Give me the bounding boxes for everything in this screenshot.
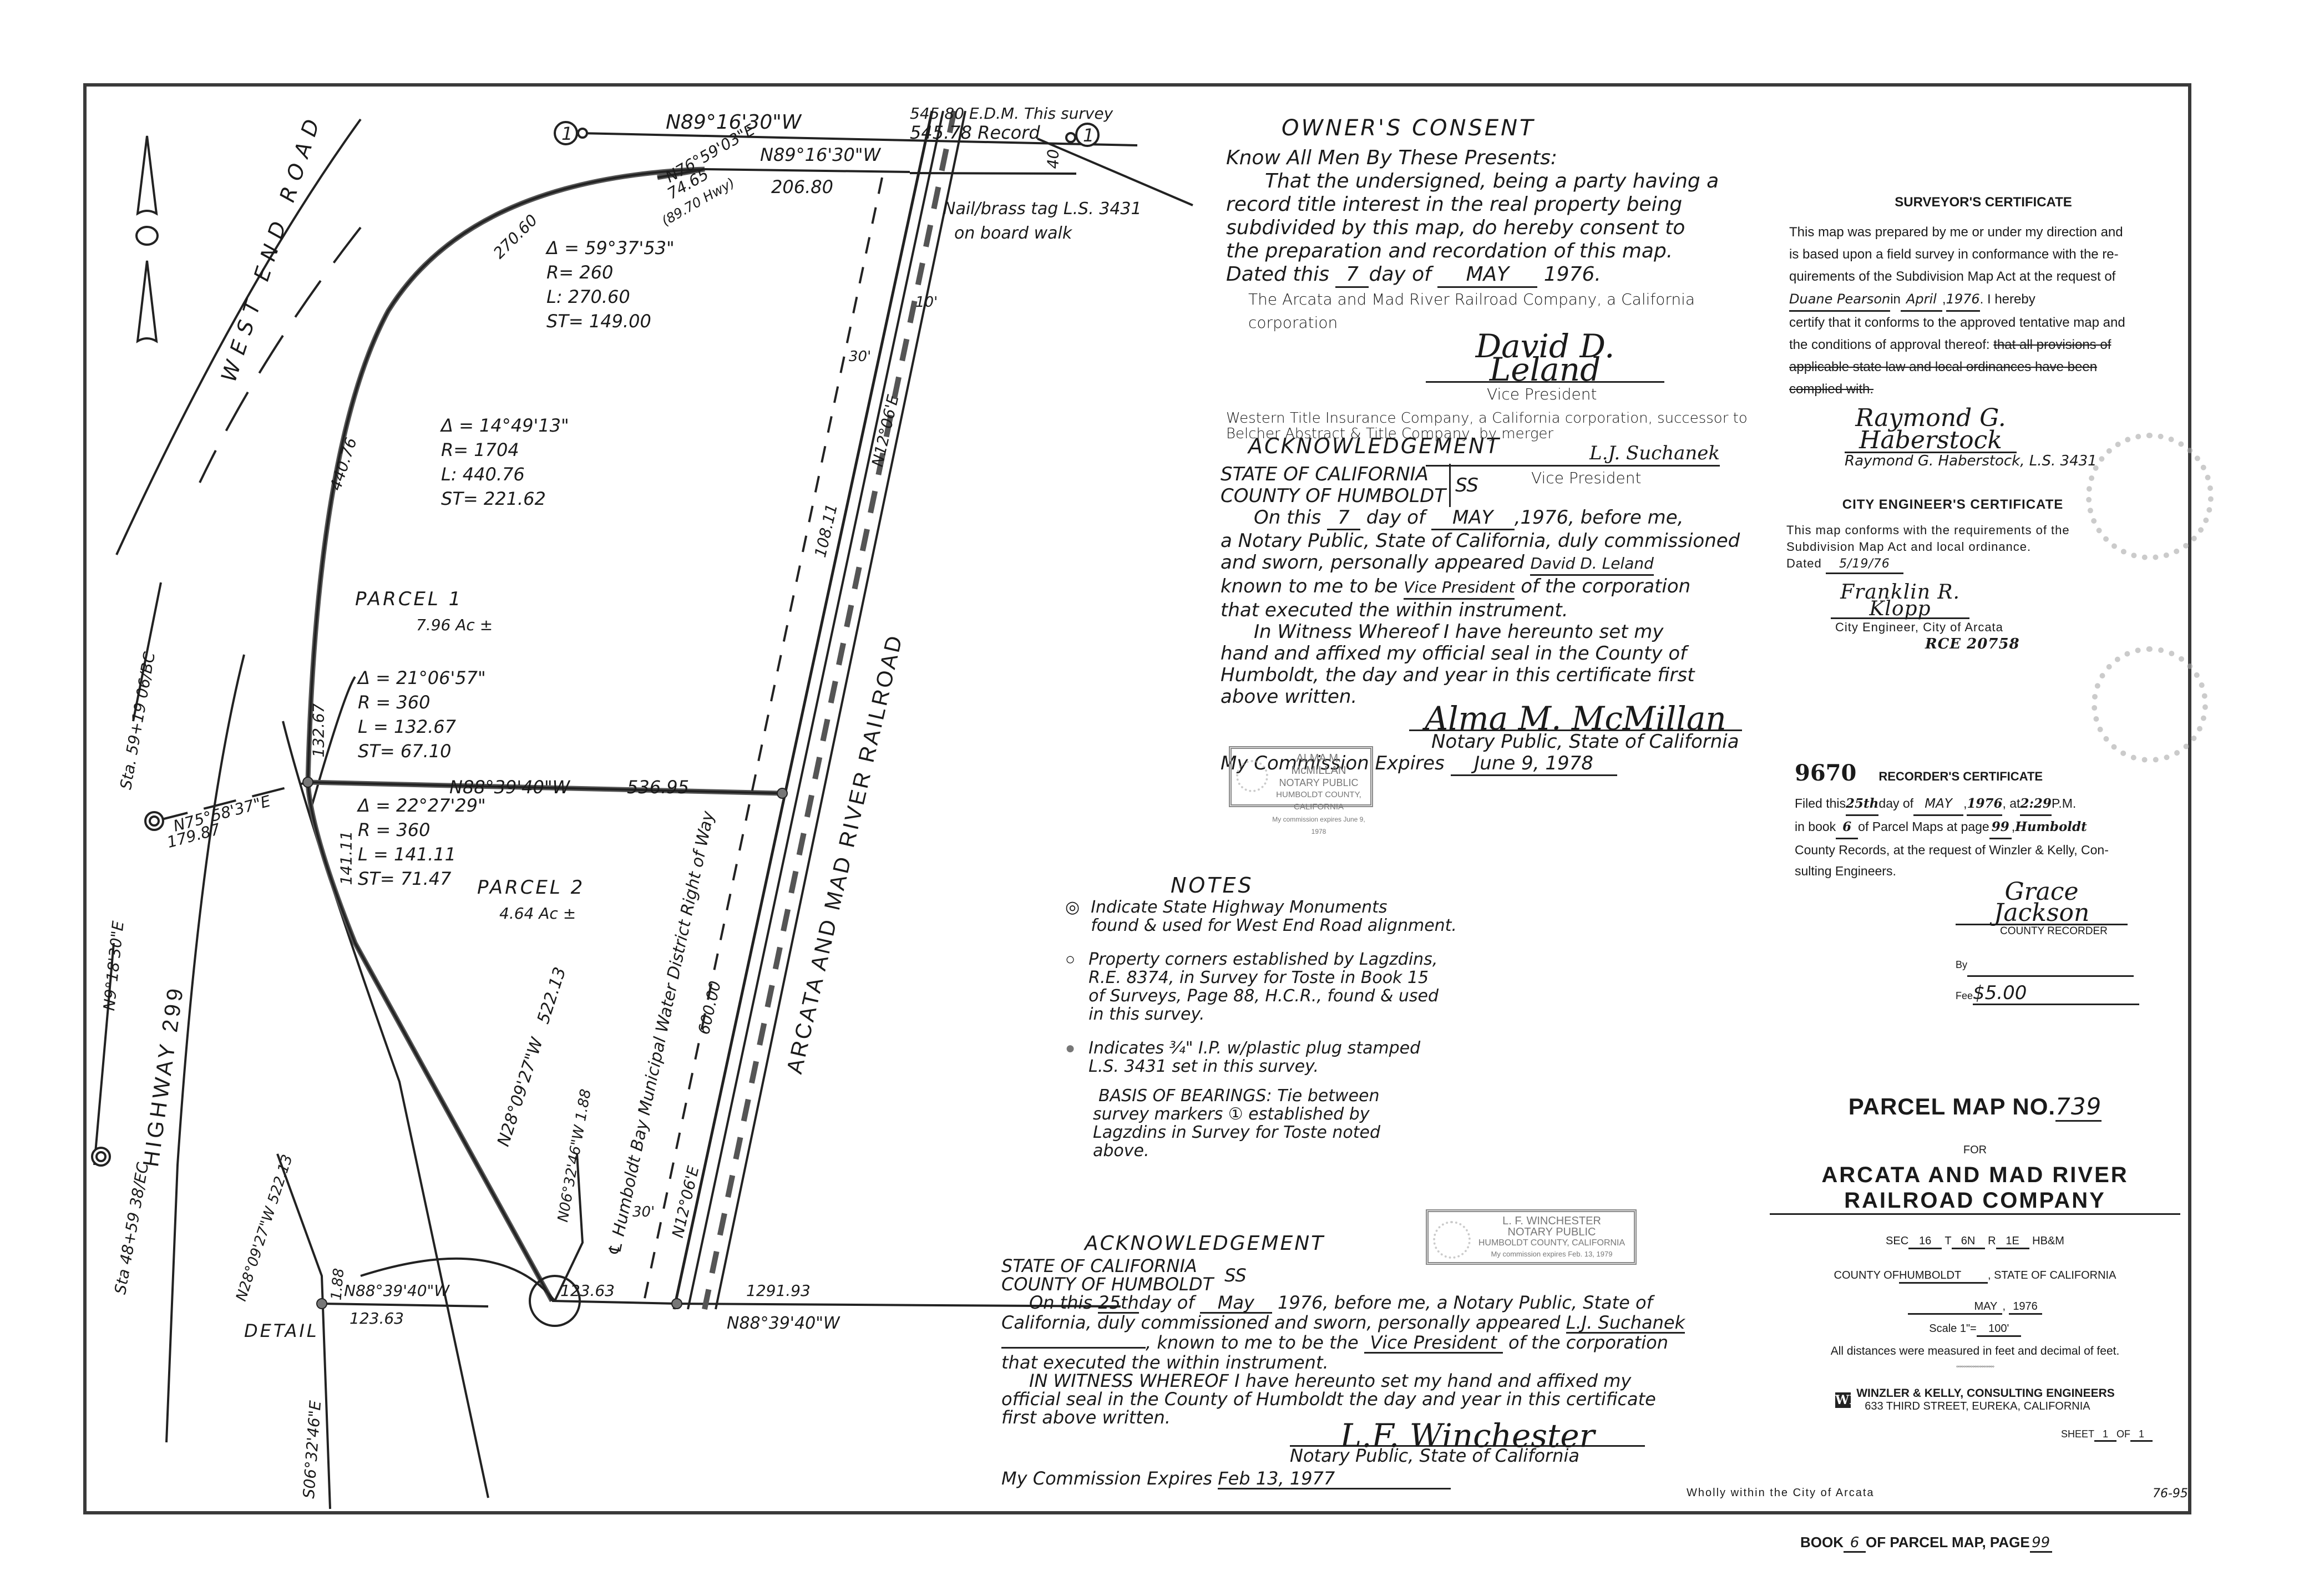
sheet-border [83, 83, 2191, 1514]
width-30-south: 30' [632, 1204, 655, 1220]
parcel-1-area: 7.96 Ac ± [416, 616, 493, 634]
detail-bearing-2: N88°39'40"W [344, 1281, 450, 1300]
company-1: The Arcata and Mad River Railroad Compan… [1248, 290, 1695, 332]
divider: ◦◦◦◦◦◦◦◦◦◦◦◦◦◦◦◦◦◦◦◦◦ [1956, 1362, 1994, 1370]
parcel-2-label: PARCEL 2 [477, 876, 585, 899]
owners-consent-title: OWNER'S CONSENT [1282, 115, 1536, 141]
detail-dist-2: 123.63 [350, 1309, 404, 1328]
edm-distance: 545.80 E.D.M. This survey [910, 104, 1113, 123]
land-surveyor-seal [2086, 433, 2214, 560]
title-block: PARCEL MAP NO.739 FOR ARCATA AND MAD RIV… [1764, 1093, 2186, 1442]
south-bearing: N88°39'40"W [727, 1314, 840, 1333]
signature-winchester: L.F. Winchester [1290, 1420, 1645, 1452]
curve-4-arc: 141.11 [337, 830, 356, 885]
signature-haberstock: Raymond G. Haberstock [1845, 406, 2017, 453]
north-bearing-2: N89°16'30"W [760, 144, 881, 165]
division-dist: 536.95 [627, 777, 689, 798]
signature-leland: David D. Leland [1426, 330, 1664, 386]
owners-consent: OWNER'S CONSENT Know All Men By These Pr… [1226, 116, 1753, 490]
city-note: Wholly within the City of Arcata [1687, 1487, 1875, 1499]
width-40: 40 [1044, 149, 1062, 169]
property-corner-icon: ○ [1065, 950, 1076, 969]
signature-jackson: Grace Jackson [1956, 880, 2128, 925]
signature-klopp: Franklin R. Klopp [1831, 582, 1969, 619]
parcel-map-heading: PARCEL MAP NO. [1848, 1093, 2056, 1119]
width-30-north: 30' [849, 348, 872, 365]
parcel-2-area: 4.64 Ac ± [499, 904, 576, 923]
detail-label: DETAIL [244, 1320, 319, 1341]
nail-note: Nail/brass tag L.S. 3431 on board walk [943, 199, 1142, 243]
recorders-certificate: 9670 RECORDER'S CERTIFICATE Filed this25… [1795, 760, 2194, 1006]
svg-text:1: 1 [1083, 125, 1094, 146]
width-10: 10' [915, 294, 938, 311]
iron-pipe-icon: ● [1065, 1038, 1076, 1058]
professional-engineer-seal [2092, 646, 2208, 763]
surveyors-certificate: SURVEYOR'S CERTIFICATE This map was prep… [1789, 195, 2125, 469]
firm-logo: WK [1835, 1392, 1860, 1408]
parcel-map-number: 739 [2055, 1093, 2102, 1122]
svg-text:1: 1 [561, 123, 573, 144]
curve-3-arc: 132.67 [309, 703, 328, 758]
north-arrow-icon [136, 135, 158, 216]
top-line-bearing: N89°16'30"W [666, 111, 802, 134]
notes: NOTES ◎ Indicate State Highway Monuments… [1065, 873, 1457, 1161]
parcel-1-label: PARCEL 1 [355, 588, 463, 610]
south-dist-1: 123.63 [560, 1281, 615, 1300]
monument-symbol-icon: ◎ [1065, 898, 1080, 917]
survey-marker-1-east [1075, 123, 1100, 147]
division-bearing: N88°39'40"W [449, 777, 570, 798]
recording-number: 9670 [1795, 760, 1857, 786]
city-engineer-certificate: CITY ENGINEER'S CERTIFICATE This map con… [1786, 497, 2070, 652]
signature-mcmillan: Alma M. McMillan [1409, 702, 1742, 734]
record-distance: 545.78 Record [910, 122, 1040, 143]
north-dist-2: 206.80 [771, 176, 833, 197]
signature-suchanek: L.J. Suchanek [1426, 442, 1720, 467]
job-number: 76-95 [2153, 1487, 2188, 1501]
south-dist-2: 1291.93 [746, 1281, 811, 1300]
